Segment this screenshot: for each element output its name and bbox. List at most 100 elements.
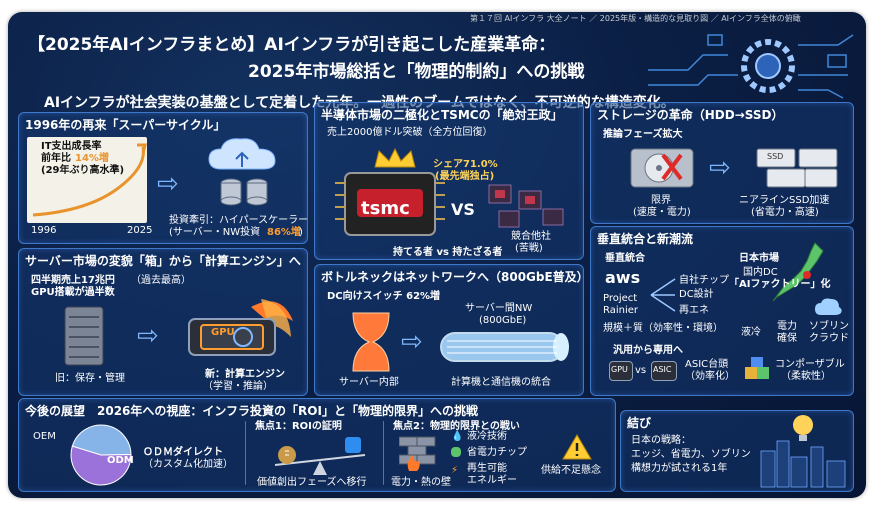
odm-direct-label-1: ＯＤＭダイレクト bbox=[143, 447, 223, 458]
warning-icon bbox=[562, 434, 592, 460]
tsmc-chip-label: tsmc bbox=[361, 198, 410, 219]
wall-fire-icon bbox=[399, 436, 436, 471]
network-inner-label: サーバー内部 bbox=[339, 377, 399, 388]
focus-1-label: 焦点1：ROIの証明 bbox=[255, 421, 342, 432]
growth-note-1: IT支出成長率 bbox=[41, 141, 102, 152]
panel-title: 今後の展望 2026年への視座：インフラ投資の「ROI」と「物理的限界」への挑戦 bbox=[25, 404, 478, 418]
competitor-label-2: (苦戦) bbox=[515, 243, 543, 254]
panel-supercycle: 1996年の再来「スーパーサイクル」 IT支出成長率 前年比 14%増 (29年… bbox=[18, 112, 308, 244]
pie-label-odm: ODM bbox=[107, 455, 134, 466]
wall-label: 電力・熱の壁 bbox=[391, 477, 451, 488]
growth-note-3: (29年ぶり高水準) bbox=[41, 165, 125, 176]
page-title-line2: 2025年市場総括と「物理的制約」への挑戦 bbox=[248, 62, 585, 82]
rainier-label-1: Project bbox=[603, 293, 638, 304]
panel-network: ボトルネックはネットワークへ（800GbE普及） DC向けスイッチ 62%増 サ… bbox=[314, 264, 589, 396]
gpu-engine-icon bbox=[188, 299, 293, 356]
gpu-label: GPU bbox=[211, 327, 235, 338]
pie-slice-oem bbox=[71, 424, 132, 456]
ssd-label-2: (省電力・高速) bbox=[751, 207, 819, 218]
low-power-chip-label: 省電力チップ bbox=[467, 447, 527, 458]
page-title: 【2025年AIインフラまとめ】AIインフラが引き起こした産業革命： bbox=[28, 35, 556, 55]
year-start: 1996 bbox=[31, 225, 57, 236]
divider bbox=[383, 421, 384, 485]
crown-icon bbox=[374, 147, 416, 168]
asic-chip-label: ASIC bbox=[653, 365, 672, 374]
gpu-chip-label: GPU bbox=[611, 365, 628, 374]
gpu-chip-icon bbox=[609, 361, 633, 381]
panel-title: 垂直統合と新潮流 bbox=[597, 232, 694, 246]
hdd-label-1: 限界 bbox=[651, 195, 671, 206]
focus-1-caption: 価値創出フェーズへ移行 bbox=[257, 477, 367, 488]
panel-storage: ストレージの革命（HDD→SSD） 推論フェーズ拡大 限界 (速度・電力) ⇨ … bbox=[590, 102, 854, 224]
server-rack-icon bbox=[64, 306, 104, 366]
storage-subtitle: 推論フェーズ拡大 bbox=[603, 129, 683, 140]
cloud-server-icon bbox=[208, 138, 276, 206]
panel-conclusion: 結び 日本の戦略： エッジ、省電力、ソブリン 構想力が試される1年 bbox=[620, 410, 854, 492]
competitor-label-1: 競合他社 bbox=[511, 231, 551, 242]
liquid-tech-label: 液冷技術 bbox=[467, 431, 507, 442]
arrow-icon: ⇨ bbox=[709, 153, 731, 183]
scale-balance-icon bbox=[274, 437, 366, 475]
power-label-1: 電力 bbox=[777, 321, 797, 332]
share-note: (最先端独占) bbox=[435, 171, 495, 182]
growth-chart-icon bbox=[27, 137, 147, 223]
fiber-tube-icon bbox=[440, 332, 569, 362]
liquid-cooling-label: 液冷 bbox=[741, 327, 761, 338]
investment-caption-2c: ) bbox=[299, 227, 303, 238]
ssd-chip-label: SSD bbox=[767, 152, 784, 161]
own-chip-label: 自社チップ bbox=[679, 275, 729, 286]
rainier-label-2: Rainier bbox=[603, 305, 639, 316]
panel-title: ストレージの革命（HDD→SSD） bbox=[597, 108, 784, 122]
hdd-icon bbox=[630, 148, 694, 188]
arrow-icon: ⇨ bbox=[157, 169, 179, 199]
network-dc-stat: DC向けスイッチ 62%増 bbox=[327, 291, 441, 302]
panel-outlook: 今後の展望 2026年への視座：インフラ投資の「ROI」と「物理的限界」への挑戦… bbox=[18, 398, 616, 492]
aws-logo: aws bbox=[605, 268, 641, 287]
server-line-2: GPU搭載が過半数 bbox=[31, 287, 115, 298]
branch-lines-icon bbox=[650, 278, 676, 312]
investment-caption-1: 投資牽引：ハイパースケーラー bbox=[169, 215, 309, 226]
conclusion-line-1: 日本の戦略： bbox=[631, 435, 691, 446]
renewable-energy-label-1: 再生可能 bbox=[467, 463, 507, 474]
arrow-icon: ⇨ bbox=[137, 321, 159, 351]
focus-2-label: 焦点2：物理的限界との戦い bbox=[393, 421, 520, 432]
ssd-icon bbox=[756, 148, 838, 188]
city-lightbulb-icon bbox=[760, 415, 846, 488]
competitor-chips-icon bbox=[488, 184, 564, 228]
panel-vertical: 垂直統合と新潮流 垂直統合 aws Project Rainier 自社チップ … bbox=[590, 226, 854, 396]
pie-label-oem: OEM bbox=[33, 431, 56, 442]
droplet-icon: 💧 bbox=[451, 431, 464, 442]
gpu-vs-asic: vs bbox=[635, 365, 647, 376]
server-new-label-1: 新：計算エンジン bbox=[205, 369, 285, 380]
server-line-1a: 四半期売上17兆円 bbox=[31, 275, 115, 286]
sovereign-label-1: ソブリン bbox=[809, 321, 849, 332]
asic-label-2: （効率化） bbox=[685, 371, 735, 382]
arrow-icon: ⇨ bbox=[401, 327, 423, 357]
panel-semiconductor: 半導体市場の二極化とTSMCの「絶対王政」 売上2000億ドル突破（全方位回復）… bbox=[314, 102, 584, 260]
server-line-1b: （過去最高） bbox=[131, 275, 191, 286]
tsmc-chip-icon bbox=[335, 172, 445, 236]
chip-icon bbox=[451, 447, 461, 457]
domestic-dc-label-1: 国内DC bbox=[743, 267, 778, 278]
network-nw-label-1: サーバー間NW bbox=[465, 303, 533, 314]
oem-odm-pie-chart bbox=[70, 424, 132, 486]
year-end: 2025 bbox=[127, 225, 153, 236]
faint-header: 第１７回 AIインフラ 大全ノート ／ 2025年版・構造的な見取り図 ／ AI… bbox=[470, 14, 801, 23]
shift-label: 汎用から専用へ bbox=[613, 345, 683, 356]
investment-caption-2b: 86%増 bbox=[267, 227, 301, 238]
vertical-label: 垂直統合 bbox=[605, 253, 645, 264]
pie-slice-odm bbox=[70, 445, 132, 486]
supply-shortage-label: 供給不足懸念 bbox=[541, 465, 601, 476]
panel-title: 結び bbox=[627, 416, 652, 430]
conclusion-line-3: 構想力が試される1年 bbox=[631, 463, 728, 474]
panel-title: サーバー市場の変貌「箱」から「計算エンジン」へ bbox=[25, 254, 301, 268]
hourglass-icon bbox=[352, 312, 390, 372]
asic-chip-icon bbox=[651, 361, 677, 381]
semi-subtitle: 売上2000億ドル突破（全方位回復） bbox=[327, 127, 493, 138]
conclusion-line-2: エッジ、省電力、ソブリン bbox=[631, 449, 751, 460]
dc-design-label: DC設計 bbox=[679, 289, 714, 300]
composable-label-1: コンポーザブル bbox=[775, 359, 845, 370]
japan-map-icon bbox=[772, 242, 824, 302]
investment-caption-2a: (サーバー・NW投資 bbox=[169, 227, 261, 238]
hdd-label-2: (速度・電力) bbox=[633, 207, 691, 218]
